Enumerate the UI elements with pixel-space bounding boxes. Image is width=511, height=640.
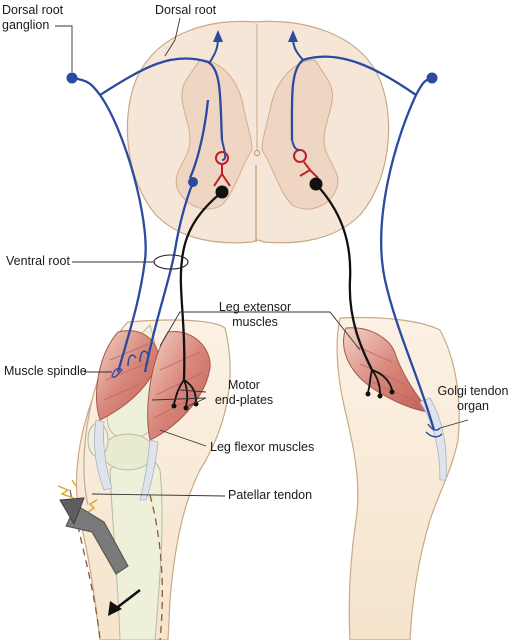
label-muscle-spindle: Muscle spindle (4, 364, 87, 378)
label-golgi-tendon-organ-line2: organ (457, 399, 489, 413)
label-motor-end-plates-line2: end-plates (214, 393, 274, 407)
left-leg-contour (83, 399, 93, 506)
label-dorsal-root-ganglion-line1: Dorsal root (2, 3, 64, 17)
label-leg-extensor-muscles: Leg extensor muscles (210, 300, 300, 330)
label-leg-flexor-muscles: Leg flexor muscles (210, 440, 315, 454)
left-motor-axon (179, 191, 223, 381)
leader-lines (55, 17, 469, 497)
left-sensory-from-spindle (71, 76, 147, 373)
central-canal (254, 150, 260, 156)
right-dorsal-root (290, 55, 417, 141)
right-dorsal-root-ganglion (426, 72, 438, 84)
label-golgi-tendon-organ-line1: Golgi tendon (437, 384, 509, 398)
label-motor-end-plates-line1: Motor (228, 378, 260, 392)
spinal-cord (126, 20, 390, 244)
right-tendon (419, 397, 447, 481)
label-ventral-root: Ventral root (6, 254, 70, 268)
tap-flash (57, 479, 77, 499)
label-golgi-tendon-organ: Golgi tendon organ (436, 384, 510, 414)
label-dorsal-root-ganglion-line2: ganglion (2, 18, 50, 32)
right-leg (336, 316, 460, 640)
knee-joint (101, 433, 155, 471)
left-flexor-tendon (139, 439, 159, 501)
label-leg-extensor-line2: muscles (232, 315, 278, 329)
golgi-tendon-endings (425, 423, 443, 438)
patellar-tendon (94, 419, 113, 491)
label-motor-end-plates: Motor end-plates (206, 378, 282, 408)
left-dorsal-root-ganglion (66, 72, 78, 84)
grey-matter-left (175, 59, 253, 210)
left-extensor-muscle (96, 330, 159, 421)
left-dorsal-root (99, 57, 224, 141)
left-reflex-arc (66, 30, 231, 411)
reflex-hammer (59, 497, 129, 575)
label-patellar-tendon: Patellar tendon (228, 488, 313, 502)
right-motor-axon (315, 183, 374, 371)
left-sensory-to-motor (188, 99, 210, 179)
label-dorsal-root: Dorsal root (155, 3, 217, 17)
right-sensory-from-golgi (380, 76, 436, 431)
cord-white-matter (126, 20, 390, 244)
label-dorsal-root-ganglion: Dorsal root ganglion (2, 3, 63, 33)
left-interneuron (213, 151, 231, 187)
right-reflex-arc (288, 30, 443, 438)
movement-arrow (108, 589, 141, 616)
label-leg-extensor-line1: Leg extensor (218, 300, 292, 314)
grey-matter-right (261, 59, 339, 210)
muscle-spindle-endings (111, 350, 149, 378)
